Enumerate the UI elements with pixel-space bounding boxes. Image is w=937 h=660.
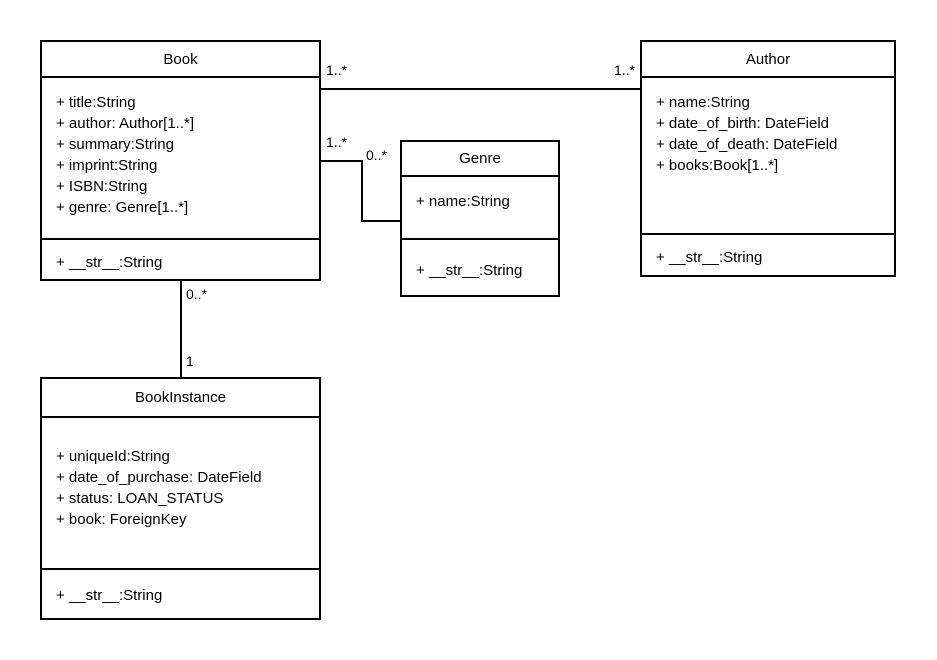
class-attribute: + date_of_death: DateField	[656, 136, 838, 153]
class-operation: + __str__:String	[56, 254, 163, 271]
class-attributes-book: + title:String + author: Author[1..*] + …	[42, 78, 319, 238]
class-attribute: + ISBN:String	[56, 178, 148, 195]
class-box-bookinstance[interactable]: BookInstance + uniqueId:String + date_of…	[40, 377, 321, 620]
association-line-book-genre-segment2	[361, 160, 363, 222]
class-attribute: + date_of_birth: DateField	[656, 115, 830, 132]
multiplicity-book-bookinstance-target: 1	[186, 353, 194, 369]
class-name-author: Author	[642, 42, 894, 78]
class-operations-bookinstance: + __str__:String	[42, 568, 319, 618]
class-operation: + __str__:String	[56, 587, 163, 604]
class-operations-author: + __str__:String	[642, 233, 894, 275]
class-attribute: + genre: Genre[1..*]	[56, 199, 189, 216]
class-attributes-author: + name:String + date_of_birth: DateField…	[642, 78, 894, 233]
association-line-book-author	[321, 88, 640, 90]
multiplicity-book-author-target: 1..*	[613, 62, 635, 78]
class-box-book[interactable]: Book + title:String + author: Author[1..…	[40, 40, 321, 281]
association-line-book-genre-segment3	[361, 220, 402, 222]
multiplicity-book-author-source: 1..*	[326, 62, 348, 78]
class-attributes-bookinstance: + uniqueId:String + date_of_purchase: Da…	[42, 418, 319, 568]
class-operations-genre: + __str__:String	[402, 238, 558, 295]
class-attribute: + status: LOAN_STATUS	[56, 490, 224, 507]
class-attribute: + book: ForeignKey	[56, 511, 187, 528]
class-attribute: + title:String	[56, 94, 136, 111]
class-name-bookinstance: BookInstance	[42, 379, 319, 418]
class-attribute: + uniqueId:String	[56, 448, 170, 465]
class-attribute: + books:Book[1..*]	[656, 157, 779, 174]
multiplicity-book-genre-target: 0..*	[366, 147, 388, 163]
class-operation: + __str__:String	[416, 262, 523, 279]
class-attribute: + summary:String	[56, 136, 174, 153]
class-attribute: + name:String	[656, 94, 750, 111]
association-line-book-genre-segment1	[321, 160, 363, 162]
class-attribute: + date_of_purchase: DateField	[56, 469, 262, 486]
multiplicity-book-genre-source: 1..*	[326, 134, 348, 150]
class-attribute: + author: Author[1..*]	[56, 115, 195, 132]
multiplicity-book-bookinstance-source: 0..*	[186, 286, 208, 302]
class-attribute: + imprint:String	[56, 157, 158, 174]
class-operation: + __str__:String	[656, 249, 763, 266]
class-name-genre: Genre	[402, 142, 558, 177]
class-box-genre[interactable]: Genre + name:String + __str__:String	[400, 140, 560, 297]
class-name-book: Book	[42, 42, 319, 78]
class-operations-book: + __str__:String	[42, 238, 319, 279]
association-line-book-bookinstance	[180, 281, 182, 379]
class-box-author[interactable]: Author + name:String + date_of_birth: Da…	[640, 40, 896, 277]
class-attribute: + name:String	[416, 193, 510, 210]
class-attributes-genre: + name:String	[402, 177, 558, 238]
